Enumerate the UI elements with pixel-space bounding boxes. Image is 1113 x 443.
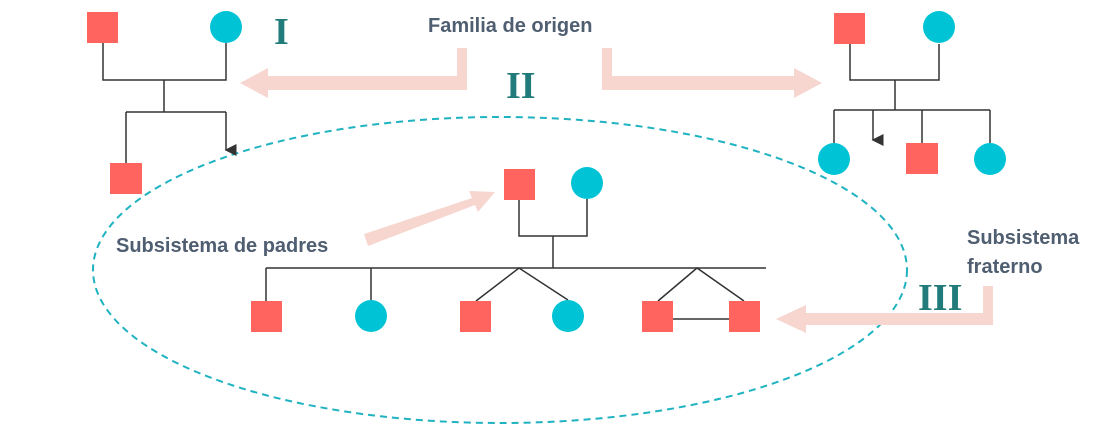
child-son-square-1 (251, 301, 282, 332)
right-daughter-circle-1 (818, 143, 850, 175)
child-daughter-circle-1 (355, 300, 387, 332)
left-son-square (110, 163, 142, 194)
familia-de-origen-label: Familia de origen (428, 15, 593, 37)
left-family-of-origin (87, 11, 242, 194)
subsistema-de-padres-label: Subsistema de padres (116, 235, 329, 257)
right-mother-circle (923, 11, 955, 43)
arrow-to-right-family (602, 48, 822, 98)
left-father-square (87, 12, 118, 43)
roman-numeral-three: III (918, 277, 963, 319)
twin-daughter-circle (552, 300, 584, 332)
parents-mother-circle (571, 167, 603, 199)
nuclear-family-boundary (92, 116, 908, 424)
left-mother-circle (210, 11, 242, 43)
nuclear-family (251, 167, 766, 332)
twin-son-square (460, 301, 491, 332)
arrow-to-parents-subsystem (364, 191, 495, 246)
right-father-square (834, 13, 865, 44)
subsistema-fraterno-label-line1: Subsistema (967, 227, 1080, 249)
roman-numeral-one: I (274, 11, 289, 53)
identical-twin-square-2 (729, 301, 760, 332)
arrow-to-left-family (240, 48, 467, 98)
right-daughter-circle-2 (974, 143, 1006, 175)
roman-numeral-two: II (506, 65, 536, 107)
right-family-of-origin (818, 11, 1006, 175)
right-son-square (906, 143, 938, 174)
identical-twin-square-1 (642, 301, 673, 332)
parents-father-square (504, 169, 535, 200)
arrow-to-siblings (776, 286, 993, 333)
subsistema-fraterno-label-line2: fraterno (967, 256, 1043, 278)
